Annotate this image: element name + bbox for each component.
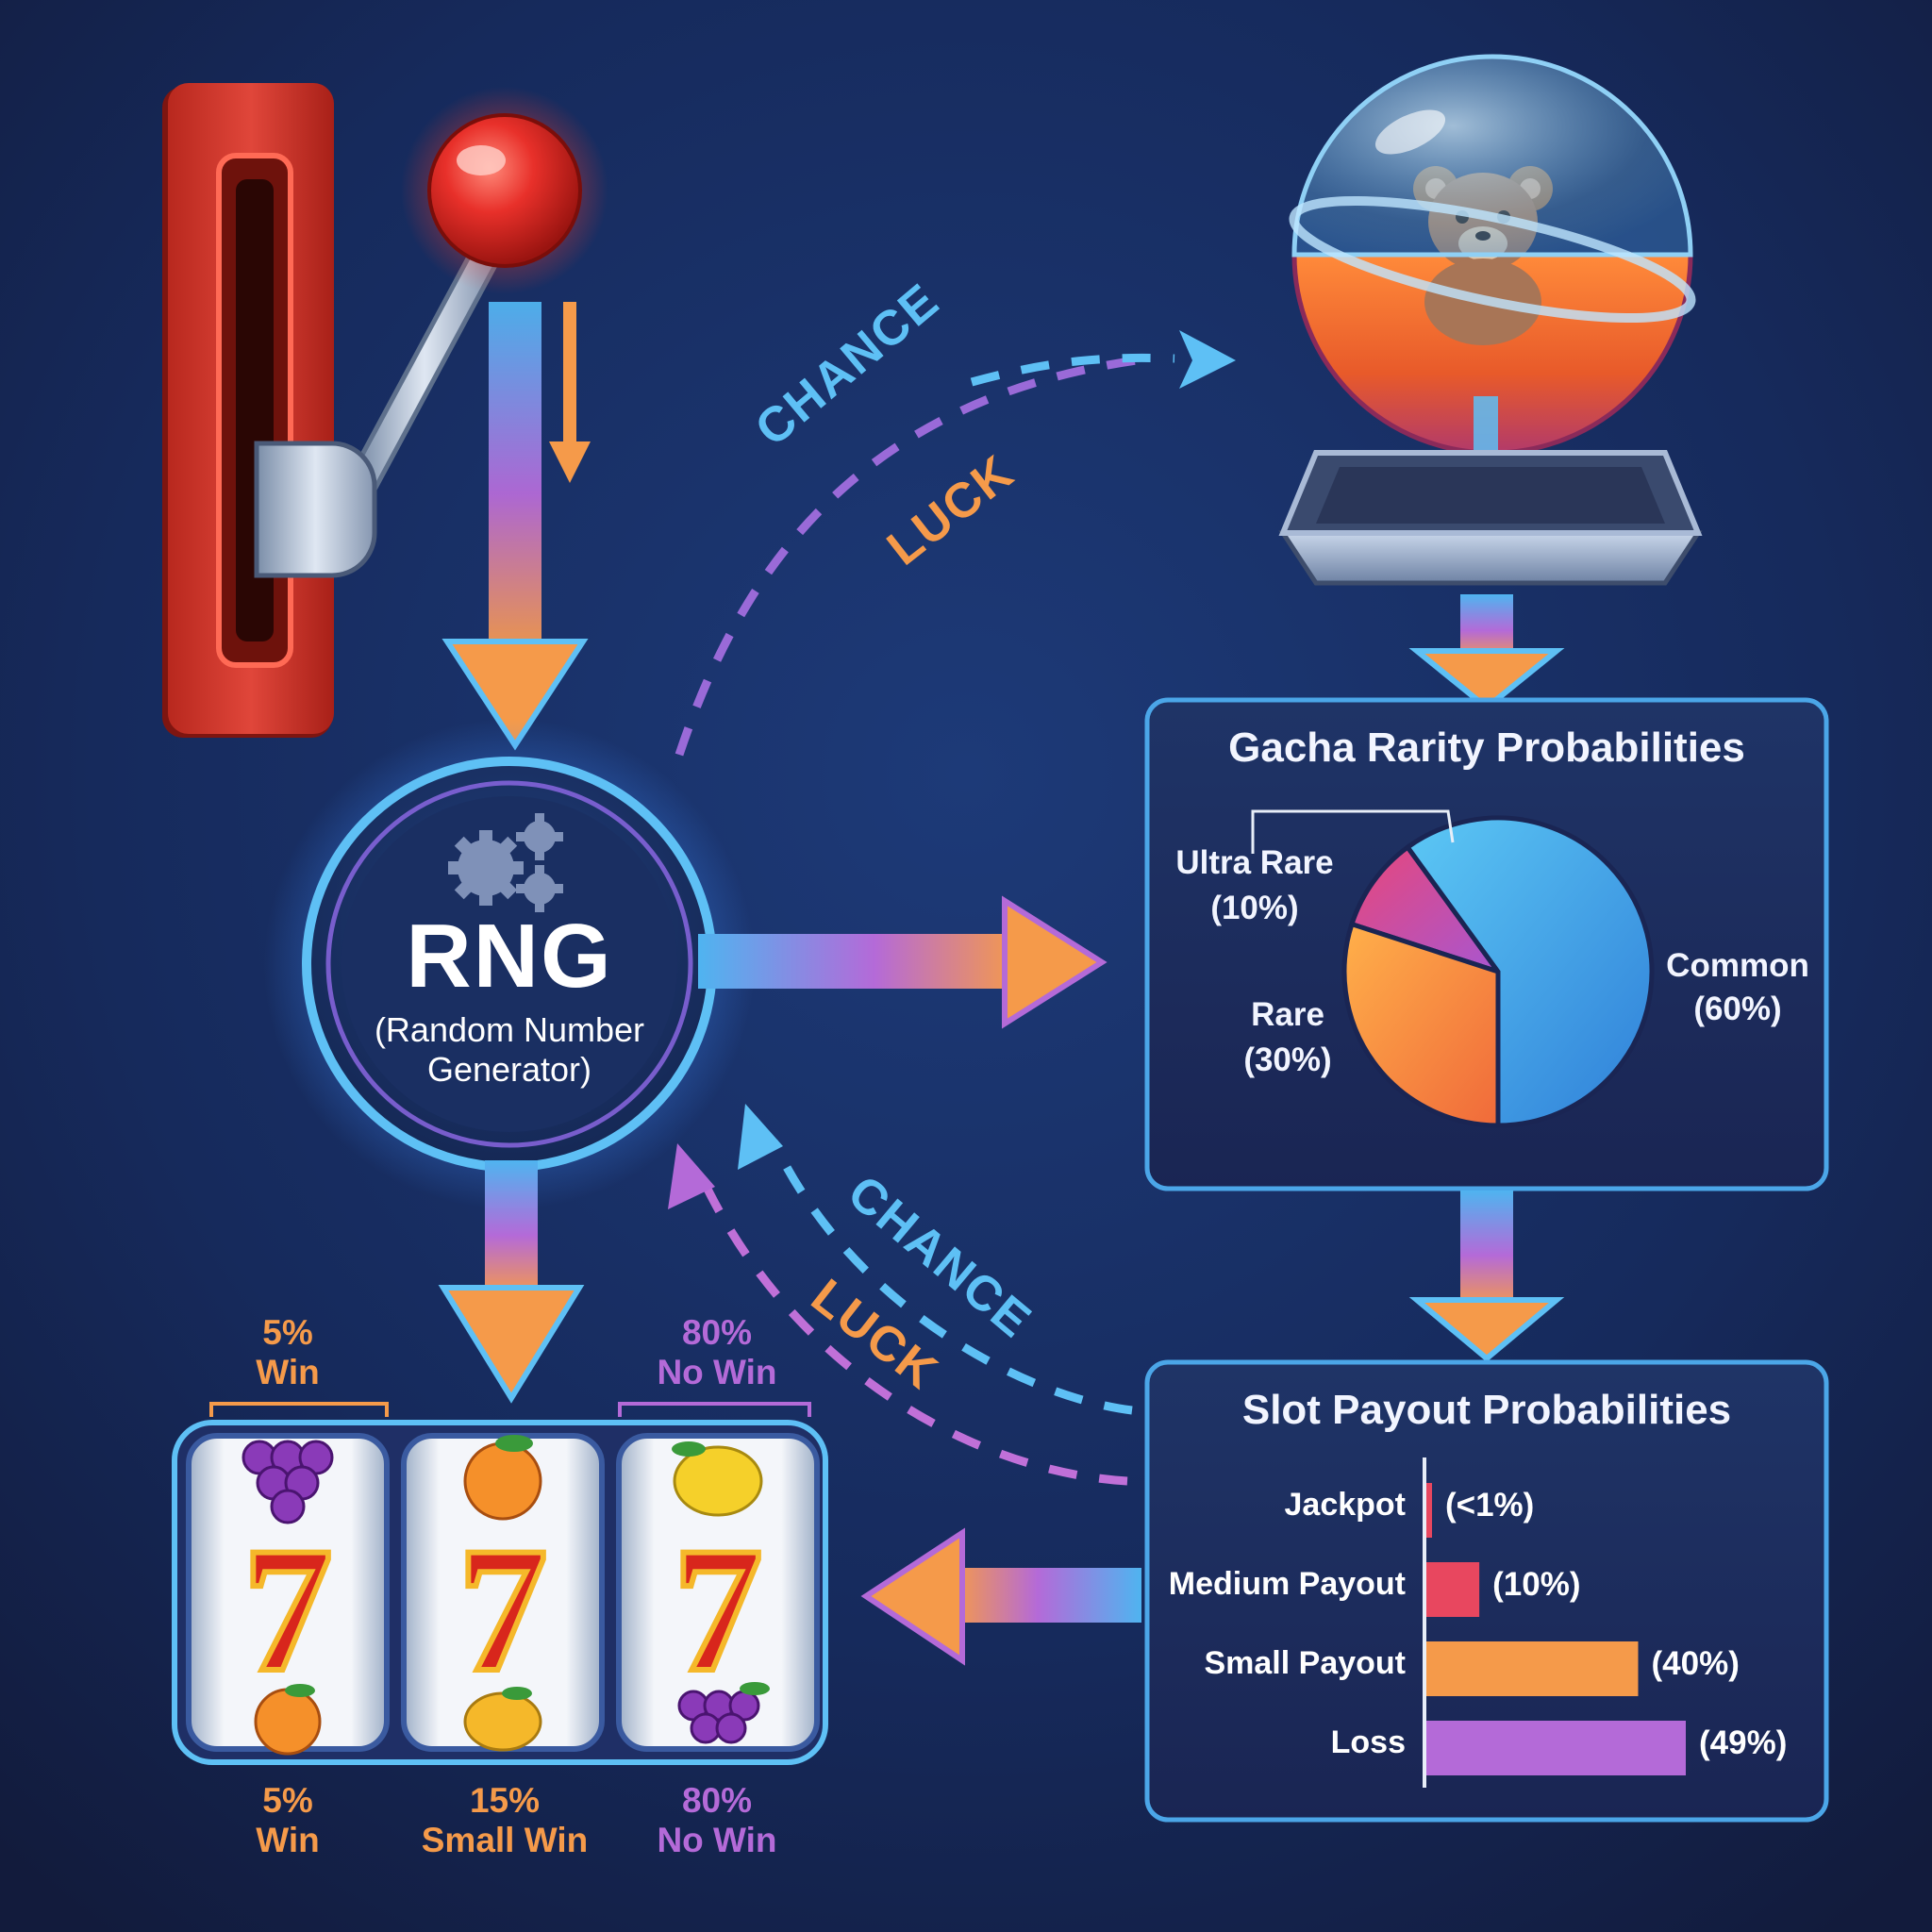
rare-pct: (30%) [1243,1041,1332,1078]
pie-slice-rare [1341,921,1501,1128]
bar-value-loss: (49%) [1699,1724,1788,1761]
rare-label: Rare [1251,996,1324,1033]
grapes-icon [677,1682,770,1744]
rng-subtitle-line1: (Random Number [374,1010,645,1049]
rng-hub [264,719,755,1209]
ultra-rare-label: Ultra Rare [1175,844,1334,881]
reel-top-left-text: Win [256,1353,320,1391]
orange-icon [463,1435,542,1521]
bar-label-jackpot: Jackpot [1284,1487,1407,1523]
reel-bottom-2-pct: 15% [469,1781,541,1820]
bar-loss [1426,1721,1686,1775]
arrow-gacha-to-slot [1408,1191,1565,1362]
orange-icon [254,1684,322,1756]
slot-lever [162,83,608,738]
reel-top-right-pct: 80% [681,1313,753,1352]
gacha-panel-title: Gacha Rarity Probabilities [1228,724,1745,771]
dashed-arc-rng-to-capsule [675,330,1236,757]
slot-reels: 7 7 7 [172,1420,828,1765]
dashed-arcs-slot-to-rng [668,1104,1133,1486]
bar-value-medium: (10%) [1492,1566,1581,1603]
reel-bottom-3-pct: 80% [681,1781,753,1820]
bar-jackpot [1426,1483,1432,1538]
arrow-slot-to-reels [860,1527,1141,1666]
rng-subtitle-line2: Generator) [426,1050,592,1089]
lever-pull-arrow [549,302,591,483]
slot-payout-bars [1426,1483,1686,1775]
seven-symbol-2: 7 [458,1511,548,1709]
reel-bottom-1-pct: 5% [262,1781,313,1820]
lemon-icon [463,1687,542,1752]
reel-top-left-pct: 5% [262,1313,313,1352]
grapes-icon [242,1440,334,1524]
reel-bottom-3-text: No Win [657,1821,777,1859]
seven-symbol-3: 7 [674,1511,763,1709]
bracket-right [618,1402,811,1417]
gears-icon [448,813,563,912]
lemon-icon [672,1441,763,1517]
arrow-rng-to-gacha [698,895,1108,1029]
bar-medium-payout [1426,1562,1480,1617]
slot-panel-title: Slot Payout Probabilities [1241,1387,1732,1433]
arrow-rng-to-reels [438,1160,585,1404]
arrow-lever-to-rng [441,302,589,751]
gacha-pie-chart [1341,815,1655,1128]
reel-bottom-2-text: Small Win [421,1821,589,1859]
pie-slice-common [1404,815,1655,1128]
bracket-left [209,1402,389,1417]
reel-bottom-1-text: Win [256,1821,320,1859]
bar-label-loss: Loss [1330,1724,1406,1760]
slot-payout-panel [1144,1359,1829,1823]
bar-label-medium: Medium Payout [1168,1566,1406,1602]
reel-top-right-text: No Win [657,1353,777,1391]
prize-tray [1278,450,1703,586]
arrow-tray-to-gacha [1408,594,1565,711]
common-pct: (60%) [1693,991,1782,1027]
bar-small-payout [1426,1641,1639,1696]
pie-slice-ultra-rare [1348,843,1505,976]
rng-title: RNG [406,906,613,1007]
bar-value-small: (40%) [1651,1645,1740,1682]
bar-value-jackpot: (<1%) [1445,1487,1535,1524]
common-label: Common [1666,947,1809,984]
gacha-capsule [1289,54,1696,456]
ultra-rare-pct: (10%) [1210,890,1299,926]
ultra-rare-callout-line [1251,809,1455,854]
bar-label-small: Small Payout [1204,1645,1406,1681]
seven-symbol-1: 7 [243,1511,333,1709]
